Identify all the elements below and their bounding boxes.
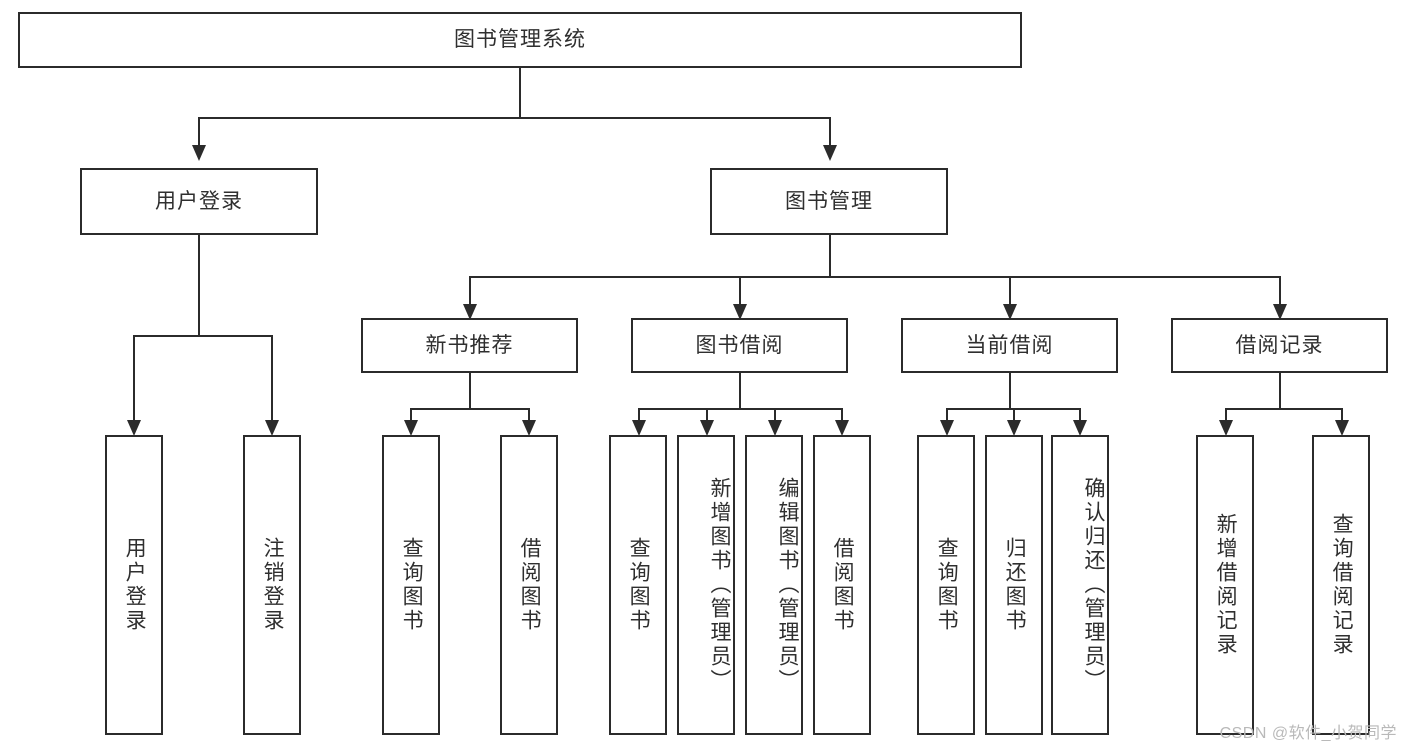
edge-new-book-recommend-stem	[469, 373, 471, 409]
node-new-book-recommend: 新书推荐	[361, 318, 578, 373]
leaf-edit-book-admin: 编辑图书（管理员）	[745, 435, 803, 735]
edge-level3-drop-3	[1009, 276, 1011, 306]
edge-new-book-recommend-bus	[410, 408, 529, 410]
node-root-book-management-system: 图书管理系统	[18, 12, 1022, 68]
arrow-to-book-management	[823, 145, 837, 161]
edge-bb-drop-1	[638, 408, 640, 420]
arrow-to-bb-leaf-4	[835, 420, 849, 436]
arrow-to-leaf-user-login	[127, 420, 141, 436]
arrow-to-new-book-recommend	[463, 304, 477, 320]
edge-level3-drop-1	[469, 276, 471, 306]
leaf-query-book-current: 查询图书	[917, 435, 975, 735]
node-book-borrow: 图书借阅	[631, 318, 848, 373]
arrow-to-cb-leaf-3	[1073, 420, 1087, 436]
node-current-borrow: 当前借阅	[901, 318, 1118, 373]
edge-cb-drop-2	[1013, 408, 1015, 420]
node-book-management: 图书管理	[710, 168, 948, 235]
arrow-to-borrow-record	[1273, 304, 1287, 320]
arrow-to-cb-leaf-2	[1007, 420, 1021, 436]
leaf-query-borrow-record: 查询借阅记录	[1312, 435, 1370, 735]
arrow-to-br-leaf-1	[1219, 420, 1233, 436]
leaf-add-borrow-record: 新增借阅记录	[1196, 435, 1254, 735]
edge-level2-drop-right	[829, 117, 831, 145]
edge-cb-drop-1	[946, 408, 948, 420]
edge-bb-drop-2	[706, 408, 708, 420]
edge-user-login-stem	[198, 235, 200, 336]
arrow-to-leaf-logout	[265, 420, 279, 436]
arrow-to-nbr-leaf-1	[404, 420, 418, 436]
edge-level2-drop-left	[198, 117, 200, 145]
edge-br-drop-2	[1341, 408, 1343, 420]
arrow-to-book-borrow	[733, 304, 747, 320]
edge-bb-drop-4	[841, 408, 843, 420]
edge-book-borrow-stem	[739, 373, 741, 409]
edge-borrow-record-bus	[1225, 408, 1342, 410]
leaf-return-book: 归还图书	[985, 435, 1043, 735]
edge-nbr-drop-2	[528, 408, 530, 420]
leaf-logout: 注销登录	[243, 435, 301, 735]
edge-level3-bus	[469, 276, 1281, 278]
leaf-borrow-book: 借阅图书	[813, 435, 871, 735]
edge-nbr-drop-1	[410, 408, 412, 420]
edge-level3-drop-4	[1279, 276, 1281, 306]
edge-level2-bus	[198, 117, 830, 119]
edge-user-login-drop-1	[133, 335, 135, 420]
edge-root-stem	[519, 68, 521, 118]
edge-user-login-bus	[133, 335, 272, 337]
leaf-add-book-admin: 新增图书（管理员）	[677, 435, 735, 735]
leaf-confirm-return-admin: 确认归还（管理员）	[1051, 435, 1109, 735]
edge-bb-drop-3	[774, 408, 776, 420]
edge-br-drop-1	[1225, 408, 1227, 420]
node-borrow-record: 借阅记录	[1171, 318, 1388, 373]
arrow-to-bb-leaf-2	[700, 420, 714, 436]
edge-book-management-stem	[829, 235, 831, 277]
arrow-to-nbr-leaf-2	[522, 420, 536, 436]
node-user-login: 用户登录	[80, 168, 318, 235]
edge-book-borrow-bus	[638, 408, 842, 410]
leaf-query-book-recommend: 查询图书	[382, 435, 440, 735]
edge-cb-drop-3	[1079, 408, 1081, 420]
arrow-to-bb-leaf-1	[632, 420, 646, 436]
edge-borrow-record-stem	[1279, 373, 1281, 409]
edge-user-login-drop-2	[271, 335, 273, 420]
edge-current-borrow-stem	[1009, 373, 1011, 409]
arrow-to-br-leaf-2	[1335, 420, 1349, 436]
arrow-to-current-borrow	[1003, 304, 1017, 320]
arrow-to-user-login	[192, 145, 206, 161]
edge-level3-drop-2	[739, 276, 741, 306]
arrow-to-bb-leaf-3	[768, 420, 782, 436]
leaf-query-book-borrow: 查询图书	[609, 435, 667, 735]
leaf-user-login: 用户登录	[105, 435, 163, 735]
arrow-to-cb-leaf-1	[940, 420, 954, 436]
leaf-borrow-book-recommend: 借阅图书	[500, 435, 558, 735]
watermark-text: CSDN @软件_小贺同学	[1219, 725, 1397, 742]
